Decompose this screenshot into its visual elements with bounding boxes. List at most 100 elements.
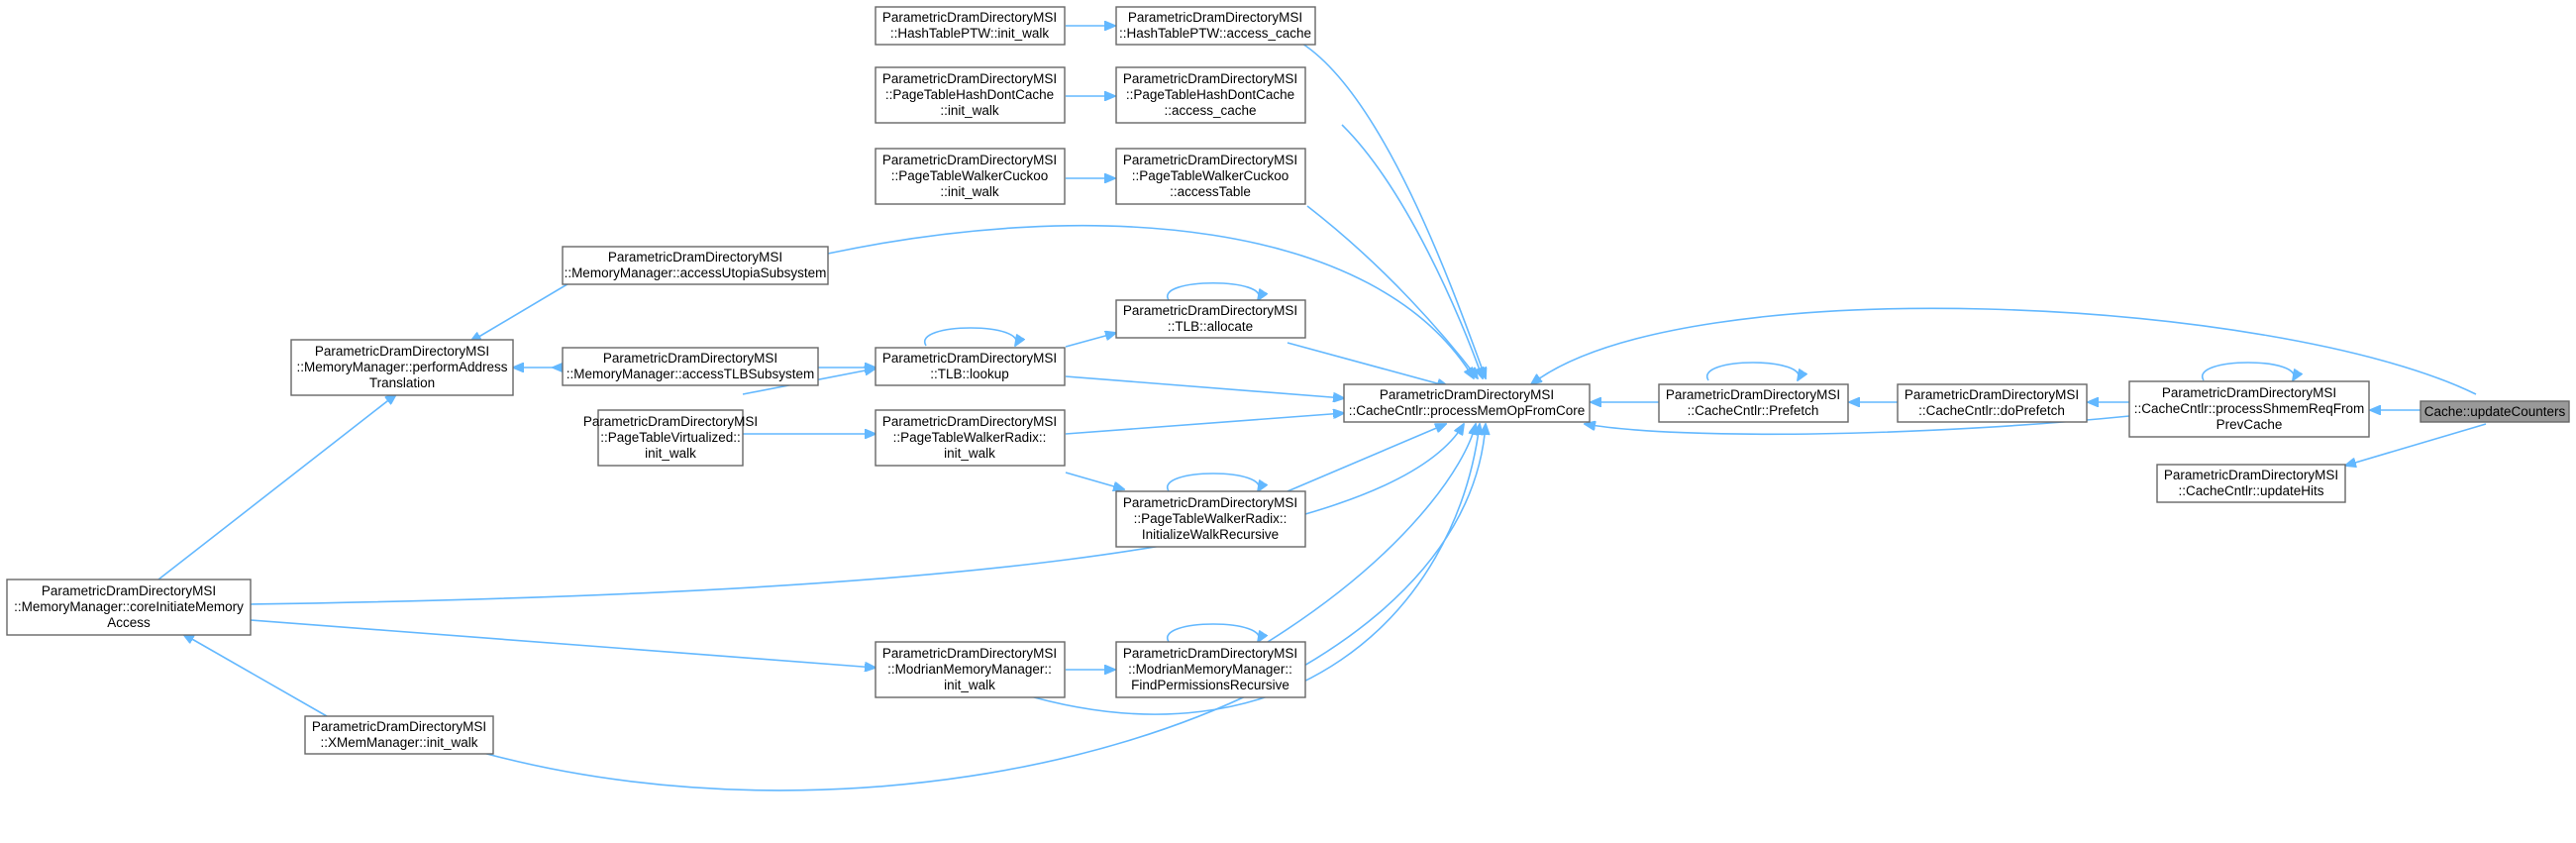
node-line: ::TLB::allocate [1168,319,1253,334]
node-line: ::init_walk [940,184,999,199]
node-pagetablehashdontcache-init-walk[interactable]: ParametricDramDirectoryMSI ::PageTableHa… [875,66,1066,124]
node-line: ::XMemManager::init_walk [320,735,477,750]
node-cachecntlr-processmemopfromcore[interactable]: ParametricDramDirectoryMSI ::CacheCntlr:… [1343,383,1591,423]
node-line: ParametricDramDirectoryMSI [603,351,777,366]
node-line: ::init_walk [940,103,999,118]
edge-initrec-self [1166,473,1260,491]
edge-utopia-to-processmem [827,224,1474,378]
node-memorymanager-accessutopiasubsystem[interactable]: ParametricDramDirectoryMSI ::MemoryManag… [562,246,829,285]
edge-coreinit-to-perform [157,394,396,580]
node-pagetablewalkerradix-init-walk[interactable]: ParametricDramDirectoryMSI ::PageTableWa… [875,409,1066,467]
node-modrianmemorymanager-init-walk[interactable]: ParametricDramDirectoryMSI ::ModrianMemo… [875,641,1066,698]
node-line: ::PageTableWalkerCuckoo [1132,168,1289,183]
node-line: ::PageTableWalkerRadix:: [1134,511,1288,526]
edge-tlb-allocate-self [1166,281,1260,300]
node-cachecntlr-updatehits[interactable]: ParametricDramDirectoryMSI ::CacheCntlr:… [2156,464,2346,503]
edge-coreinit-to-modrian-init [250,619,876,668]
node-xmemmanager-init-walk[interactable]: ParametricDramDirectoryMSI ::XMemManager… [304,715,494,755]
edge-shmem-to-processmem [1585,415,2130,436]
edge-ptwc-access-to-processmem [1306,205,1478,378]
node-line: ParametricDramDirectoryMSI [1128,10,1302,25]
node-memorymanager-performaddresstranslation[interactable]: ParametricDramDirectoryMSI ::MemoryManag… [290,339,514,396]
node-line: ParametricDramDirectoryMSI [42,583,216,598]
node-line: ::accessTable [1170,184,1251,199]
node-tlb-allocate[interactable]: ParametricDramDirectoryMSI ::TLB::alloca… [1115,299,1306,339]
node-pagetablewalkercuckoo-init-walk[interactable]: ParametricDramDirectoryMSI ::PageTableWa… [875,148,1066,205]
node-line: ::CacheCntlr::processMemOpFromCore [1349,403,1586,418]
edge-modrian-init-to-processmem [1019,424,1480,715]
node-pagetablehashdontcache-access-cache[interactable]: ParametricDramDirectoryMSI ::PageTableHa… [1115,66,1306,124]
node-line: ParametricDramDirectoryMSI [882,414,1057,429]
edge-tlb-lookup-to-allocate [1065,333,1116,348]
node-cachecntlr-doprefetch[interactable]: ParametricDramDirectoryMSI ::CacheCntlr:… [1897,383,2088,423]
edge-xmem-to-coreinit [183,634,328,717]
edge-update-to-updatehits [2345,423,2487,466]
node-line: ::ModrianMemoryManager:: [887,662,1052,677]
node-cachecntlr-processshmemreqfromprevcache[interactable]: ParametricDramDirectoryMSI ::CacheCntlr:… [2128,380,2370,438]
node-line: ParametricDramDirectoryMSI [1905,387,2079,402]
node-line: ParametricDramDirectoryMSI [1123,646,1297,661]
node-line: ::MemoryManager::accessTLBSubsystem [567,367,815,381]
node-line: ParametricDramDirectoryMSI [1123,71,1297,86]
node-line: ParametricDramDirectoryMSI [882,351,1057,366]
node-line: ParametricDramDirectoryMSI [583,414,758,429]
node-line: ParametricDramDirectoryMSI [2162,385,2336,400]
node-line: ParametricDramDirectoryMSI [882,153,1057,167]
node-line: ParametricDramDirectoryMSI [882,10,1057,25]
edge-tlb-allocate-to-processmem [1287,342,1448,386]
node-line: ParametricDramDirectoryMSI [1123,153,1297,167]
node-line: Translation [369,375,435,390]
node-line: Access [107,615,151,630]
node-tlb-lookup[interactable]: ParametricDramDirectoryMSI ::TLB::lookup [875,347,1066,386]
edge-ptwr-init-to-processmem [1065,413,1344,435]
edge-tlb-lookup-to-processmem [1065,375,1344,398]
edge-xmem-to-processmem [464,424,1486,791]
node-line: ::PageTableWalkerRadix:: [893,430,1047,445]
node-line: ::HashTablePTW::init_walk [890,26,1050,41]
node-line: init_walk [944,678,995,692]
edges-layer [157,26,2487,791]
node-line: ::CacheCntlr::updateHits [2178,483,2323,498]
node-line: ParametricDramDirectoryMSI [1123,303,1297,318]
node-line: ParametricDramDirectoryMSI [882,71,1057,86]
edge-initrec-to-processmem [1287,424,1446,492]
edge-ptwr-init-to-initrec [1065,472,1124,489]
node-line: ParametricDramDirectoryMSI [1123,495,1297,510]
nodes-layer: ParametricDramDirectoryMSI ::HashTablePT… [6,6,2570,755]
node-pagetablewalkerradix-initializewalkrecursive[interactable]: ParametricDramDirectoryMSI ::PageTableWa… [1115,490,1306,548]
node-line: ParametricDramDirectoryMSI [1666,387,1840,402]
node-line: ParametricDramDirectoryMSI [2164,468,2338,482]
node-line: ::access_cache [1164,103,1256,118]
node-line: ::PageTableHashDontCache [1126,87,1294,102]
node-cachecntlr-prefetch[interactable]: ParametricDramDirectoryMSI ::CacheCntlr:… [1658,383,1849,423]
node-modrianmemorymanager-findpermissionsrecursive[interactable]: ParametricDramDirectoryMSI ::ModrianMemo… [1115,641,1306,698]
edge-update-to-processmem [1531,307,2477,395]
node-line: FindPermissionsRecursive [1131,678,1289,692]
edge-modrian-find-self [1166,623,1260,642]
node-line: ::HashTablePTW::access_cache [1119,26,1311,41]
node-line: ParametricDramDirectoryMSI [608,250,782,264]
node-hashtableptw-init-walk[interactable]: ParametricDramDirectoryMSI ::HashTablePT… [875,6,1066,46]
edge-shmem-self [2201,362,2295,380]
node-line: InitializeWalkRecursive [1142,527,1279,542]
node-line: ParametricDramDirectoryMSI [1380,387,1554,402]
node-line: ParametricDramDirectoryMSI [312,719,486,734]
node-line: init_walk [645,446,696,461]
node-pagetablevirtualized-init-walk[interactable]: ParametricDramDirectoryMSI ::PageTableVi… [583,409,758,467]
node-line: ::CacheCntlr::processShmemReqFrom [2134,401,2365,416]
node-memorymanager-accesstlbsubsystem[interactable]: ParametricDramDirectoryMSI ::MemoryManag… [562,347,819,386]
node-hashtableptw-access-cache[interactable]: ParametricDramDirectoryMSI ::HashTablePT… [1115,6,1316,46]
node-memorymanager-coreinitiatememoryaccess[interactable]: ParametricDramDirectoryMSI ::MemoryManag… [6,579,252,636]
node-line: ::MemoryManager::coreInitiateMemory [14,599,244,614]
node-line: ::PageTableWalkerCuckoo [891,168,1049,183]
node-line: Cache::updateCounters [2424,404,2566,419]
edge-prefetch-self [1705,362,1800,380]
node-line: init_walk [944,446,995,461]
node-line: ParametricDramDirectoryMSI [882,646,1057,661]
node-line: ::MemoryManager::performAddress [296,360,507,374]
node-cache-updatecounters[interactable]: Cache::updateCounters [2420,400,2570,423]
node-line: ::CacheCntlr::doPrefetch [1918,403,2065,418]
node-line: ::CacheCntlr::Prefetch [1688,403,1819,418]
node-pagetablewalkercuckoo-accesstable[interactable]: ParametricDramDirectoryMSI ::PageTableWa… [1115,148,1306,205]
node-line: ::PageTableVirtualized:: [600,430,741,445]
